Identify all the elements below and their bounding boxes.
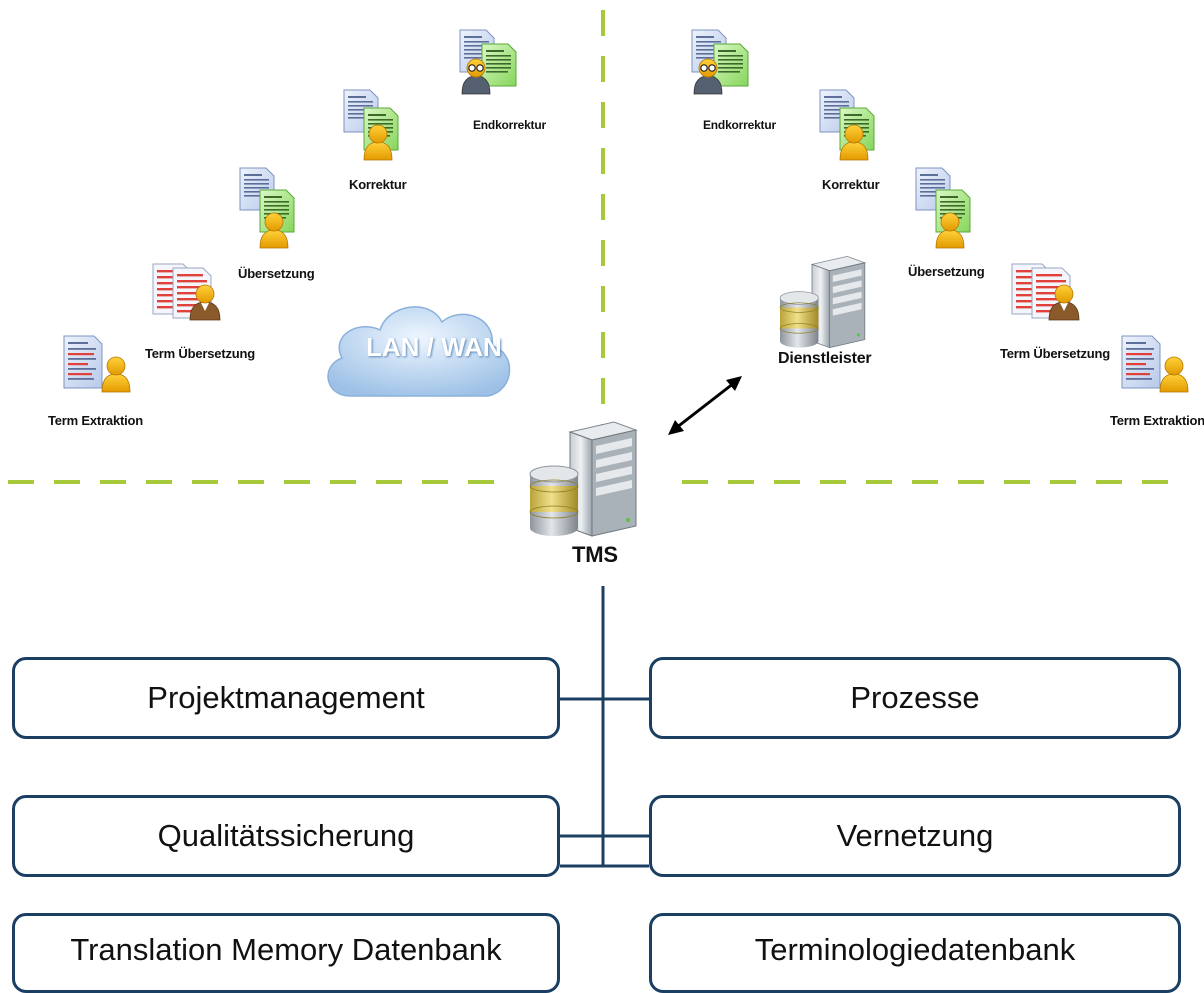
role-label-korrektur-left: Korrektur <box>349 177 407 192</box>
module-box-translation-memory-datenbank: Translation Memory Datenbank <box>12 913 560 993</box>
translator-doc-icon <box>239 167 295 249</box>
cloud-icon <box>327 306 511 397</box>
cloud-label: LAN / WAN <box>366 332 502 362</box>
translator-doc-icon <box>819 89 875 161</box>
role-label-term-uebersetzung-right: Term Übersetzung <box>1000 346 1110 361</box>
connection-arrow <box>668 376 742 435</box>
dienstleister-label: Dienstleister <box>778 350 872 367</box>
role-label-term-extraktion-right: Term Extraktion <box>1110 413 1204 428</box>
term-extractor-icon <box>1121 335 1189 393</box>
term-translator-icon <box>1011 263 1080 321</box>
role-label-uebersetzung-left: Übersetzung <box>238 266 315 281</box>
term-extractor-icon <box>63 335 131 393</box>
module-box-vernetzung: Vernetzung <box>649 795 1181 877</box>
module-box-terminologiedatenbank: Terminologiedatenbank <box>649 913 1181 993</box>
tms-server-icon <box>529 421 637 537</box>
module-box-qualitaetssicherung: Qualitätssicherung <box>12 795 560 877</box>
module-box-projektmanagement: Projektmanagement <box>12 657 560 739</box>
server-database-icon <box>779 255 866 349</box>
module-box-prozesse: Prozesse <box>649 657 1181 739</box>
translator-doc-icon <box>915 167 971 249</box>
role-label-endkorrektur-right: Endkorrektur <box>703 118 776 132</box>
term-translator-icon <box>152 263 221 321</box>
role-label-korrektur-right: Korrektur <box>822 177 880 192</box>
reviewer-doc-icon <box>459 29 517 95</box>
role-label-term-uebersetzung-left: Term Übersetzung <box>145 346 255 361</box>
role-label-endkorrektur-left: Endkorrektur <box>473 118 546 132</box>
translator-doc-icon <box>343 89 399 161</box>
role-label-uebersetzung-right: Übersetzung <box>908 264 985 279</box>
role-label-term-extraktion-left: Term Extraktion <box>48 413 144 428</box>
tms-label: TMS <box>572 542 618 567</box>
reviewer-doc-icon <box>691 29 749 95</box>
